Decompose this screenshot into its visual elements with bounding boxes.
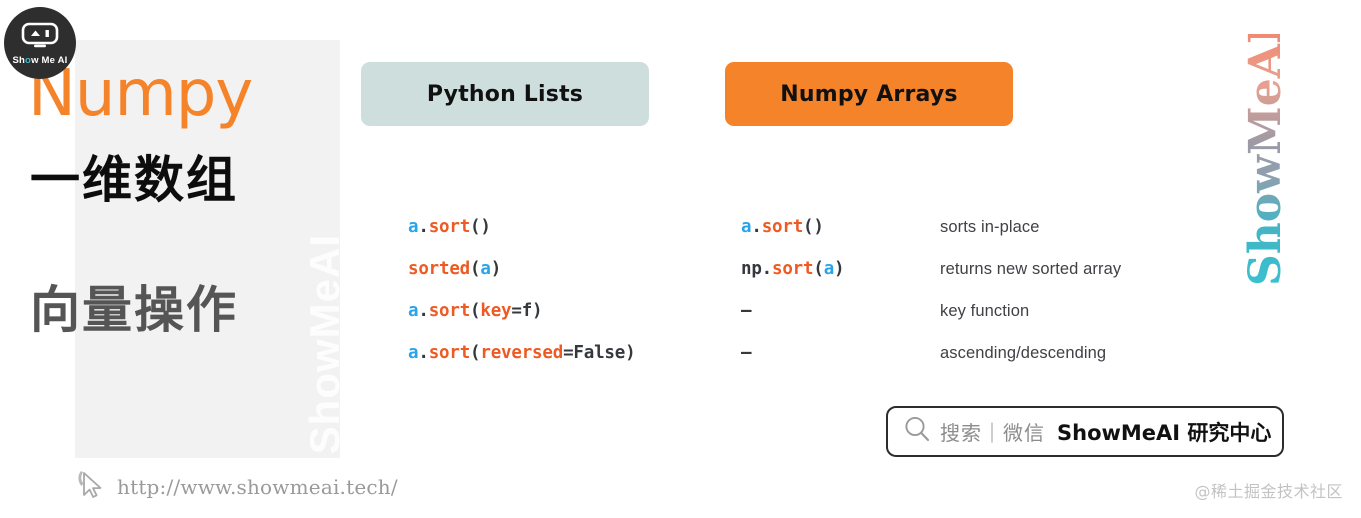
cell-python-code: a.sort(key=f) [408, 290, 543, 332]
mouse-pointer-icon [75, 468, 105, 505]
left-title-panel: ShowMeAI [75, 40, 340, 458]
cell-python-code: sorted(a) [408, 248, 501, 290]
code-token: a [741, 217, 752, 237]
column-header-numpy-arrays: Numpy Arrays [725, 62, 1013, 126]
table-row: a.sort(reversed=False) – ascending/desce… [0, 332, 1361, 374]
cell-python-code: a.sort(reversed=False) [408, 332, 636, 374]
cell-numpy-code: – [741, 290, 752, 332]
code-token: sort [428, 301, 471, 321]
code-token: () [803, 217, 824, 237]
footer-website-link[interactable]: http://www.showmeai.tech/ [75, 468, 398, 505]
code-token: – [741, 301, 752, 321]
code-token: sorted [408, 259, 471, 279]
code-token: sort [761, 217, 804, 237]
table-row: a.sort() a.sort() sorts in-place [0, 206, 1361, 248]
subtitle-one-dimensional-array: 一维数组 [30, 151, 238, 209]
code-token: sort [428, 217, 471, 237]
code-token: ( [470, 343, 481, 363]
cell-description: sorts in-place [940, 218, 1040, 236]
code-token: ) [490, 259, 502, 279]
code-token: sort [772, 259, 814, 279]
website-url-text: http://www.showmeai.tech/ [117, 474, 398, 499]
code-token: – [741, 343, 752, 363]
vertical-brand-wordmark: ShowMeAI [1240, 23, 1291, 286]
code-token: key [480, 301, 512, 321]
code-token: ( [470, 301, 481, 321]
logo-wordmark: Show Me AI [12, 55, 68, 66]
wechat-search-callout[interactable]: 搜索｜微信 ShowMeAI 研究中心 [886, 406, 1284, 457]
cell-python-code: a.sort() [408, 206, 491, 248]
code-token: . [418, 217, 429, 237]
showmeai-logo-badge[interactable]: Show Me AI [4, 7, 76, 79]
cell-description: returns new sorted array [940, 260, 1122, 278]
cell-numpy-code: np.sort(a) [741, 248, 845, 290]
code-token: a [480, 259, 491, 279]
code-token: np [741, 259, 762, 279]
cell-numpy-code: – [741, 332, 752, 374]
code-token: a [408, 301, 419, 321]
code-token: . [751, 217, 762, 237]
robot-face-icon [21, 22, 59, 53]
code-token: a [823, 259, 835, 279]
subtitle-vector-operations: 向量操作 [30, 281, 238, 339]
code-token: ( [470, 259, 481, 279]
code-token: a [408, 217, 419, 237]
page-title: Numpy [28, 57, 253, 131]
code-token: a [408, 343, 419, 363]
code-token: reversed [480, 343, 564, 363]
magnifier-icon [902, 414, 932, 449]
code-token: =False) [563, 343, 636, 363]
cell-numpy-code: a.sort() [741, 206, 824, 248]
search-hint-text: 搜索｜微信 [940, 421, 1045, 445]
code-token: . [761, 259, 773, 279]
code-token: ) [834, 259, 845, 279]
table-row: sorted(a) np.sort(a) returns new sorted … [0, 248, 1361, 290]
code-token: =f) [511, 301, 543, 321]
code-token: sort [428, 343, 471, 363]
cell-description: ascending/descending [940, 344, 1107, 362]
code-token: ( [813, 259, 824, 279]
cell-description: key function [940, 302, 1030, 320]
code-token: () [470, 217, 491, 237]
wechat-account-name: ShowMeAI 研究中心 [1057, 420, 1272, 445]
column-header-python-lists: Python Lists [361, 62, 649, 126]
comparison-table: a.sort() a.sort() sorts in-place sorted(… [0, 206, 1361, 374]
code-token: . [418, 343, 429, 363]
source-watermark: @稀土掘金技术社区 [1194, 482, 1343, 501]
table-row: a.sort(key=f) – key function [0, 290, 1361, 332]
code-token: . [418, 301, 429, 321]
